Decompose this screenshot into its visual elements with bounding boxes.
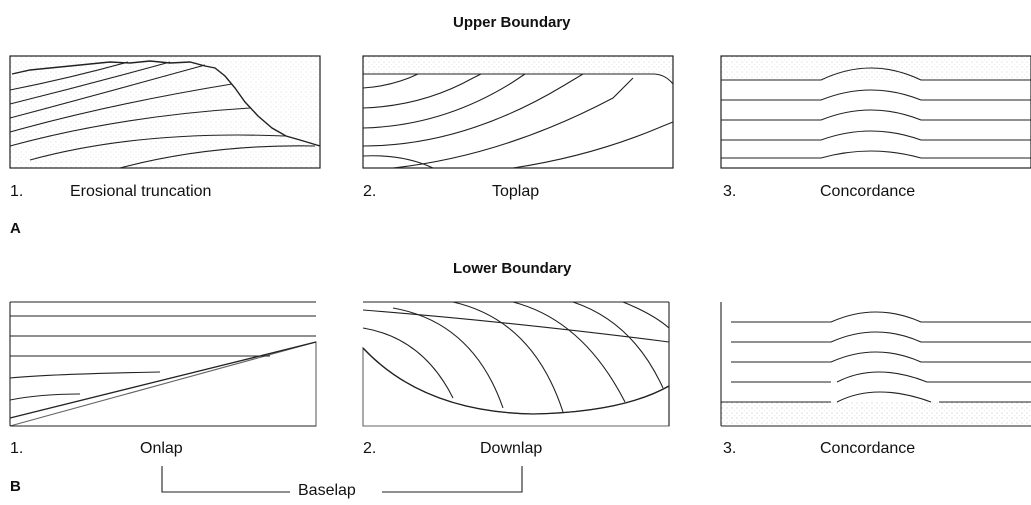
bedding-line (362, 155, 434, 169)
panel-number: 2. (363, 440, 377, 457)
baselap-bracket (161, 466, 523, 493)
stipple-area (721, 402, 1031, 426)
stipple-area (362, 346, 670, 427)
toplap-label: Toplap (492, 183, 540, 200)
panel-number: 3. (723, 440, 737, 457)
concordance-upper-label: Concordance (820, 183, 916, 200)
bedding-line (512, 121, 674, 169)
bedding-line (731, 311, 1031, 323)
bedding-line (362, 73, 584, 147)
upper-boundary-title: Upper Boundary (453, 14, 571, 31)
bedding-line (392, 77, 634, 169)
bedding-line (362, 309, 670, 343)
onlap-label: Onlap (140, 440, 183, 457)
downlap-surface (362, 347, 670, 415)
bedding-line (452, 301, 564, 413)
bedding-line (731, 351, 1031, 363)
bedding-line (836, 371, 1031, 383)
bedding-line (9, 64, 206, 119)
erosional-truncation-label: Erosional truncation (70, 183, 212, 200)
stipple-area (9, 341, 317, 427)
erosion-surface (11, 60, 321, 147)
panel-number: 3. (723, 183, 737, 200)
stipple-area (10, 56, 320, 168)
concordance-upper-diagram (720, 55, 1031, 169)
concordance-lower-diagram (720, 302, 1031, 427)
bedding-line (9, 61, 129, 91)
panel-number: 1. (10, 440, 24, 457)
erosional-truncation-diagram (9, 55, 321, 169)
onlap-surface (9, 341, 317, 419)
downlap-diagram (362, 301, 670, 427)
toplap-diagram (362, 55, 674, 169)
bedding-line (362, 327, 454, 399)
bedding-line (9, 371, 161, 379)
bedding-line (392, 307, 504, 409)
bedding-line (836, 391, 932, 403)
bedding-line (362, 73, 482, 109)
panel-number: 2. (363, 183, 377, 200)
bedding-line (721, 67, 1031, 81)
bedding-line (512, 301, 626, 403)
concordance-lower-label: Concordance (820, 440, 916, 457)
bedding-line (622, 301, 670, 329)
bedding-line (9, 393, 81, 401)
top-boundary (363, 73, 674, 85)
baselap-label: Baselap (298, 482, 356, 499)
stipple-area (363, 56, 673, 74)
lower-boundary-title: Lower Boundary (453, 260, 572, 277)
bedding-line (29, 134, 286, 161)
bedding-line (721, 109, 1031, 121)
bedding-line (362, 73, 419, 89)
bedding-line (362, 73, 526, 129)
bedding-line (9, 107, 251, 147)
bedding-line (9, 61, 171, 105)
panel-number: 1. (10, 183, 24, 200)
part-b-label: B (10, 478, 21, 495)
downlap-label: Downlap (480, 440, 543, 457)
onlap-diagram (9, 301, 317, 427)
bedding-line (731, 331, 1031, 343)
bedding-line (119, 145, 316, 169)
bedding-line (721, 150, 1031, 159)
bedding-line (9, 83, 233, 133)
bracket-line-left (161, 466, 290, 493)
bedding-line (721, 89, 1031, 101)
bedding-line (721, 130, 1031, 141)
bracket-line-right (382, 466, 523, 493)
bedding-line (572, 301, 664, 389)
part-a-label: A (10, 220, 21, 237)
